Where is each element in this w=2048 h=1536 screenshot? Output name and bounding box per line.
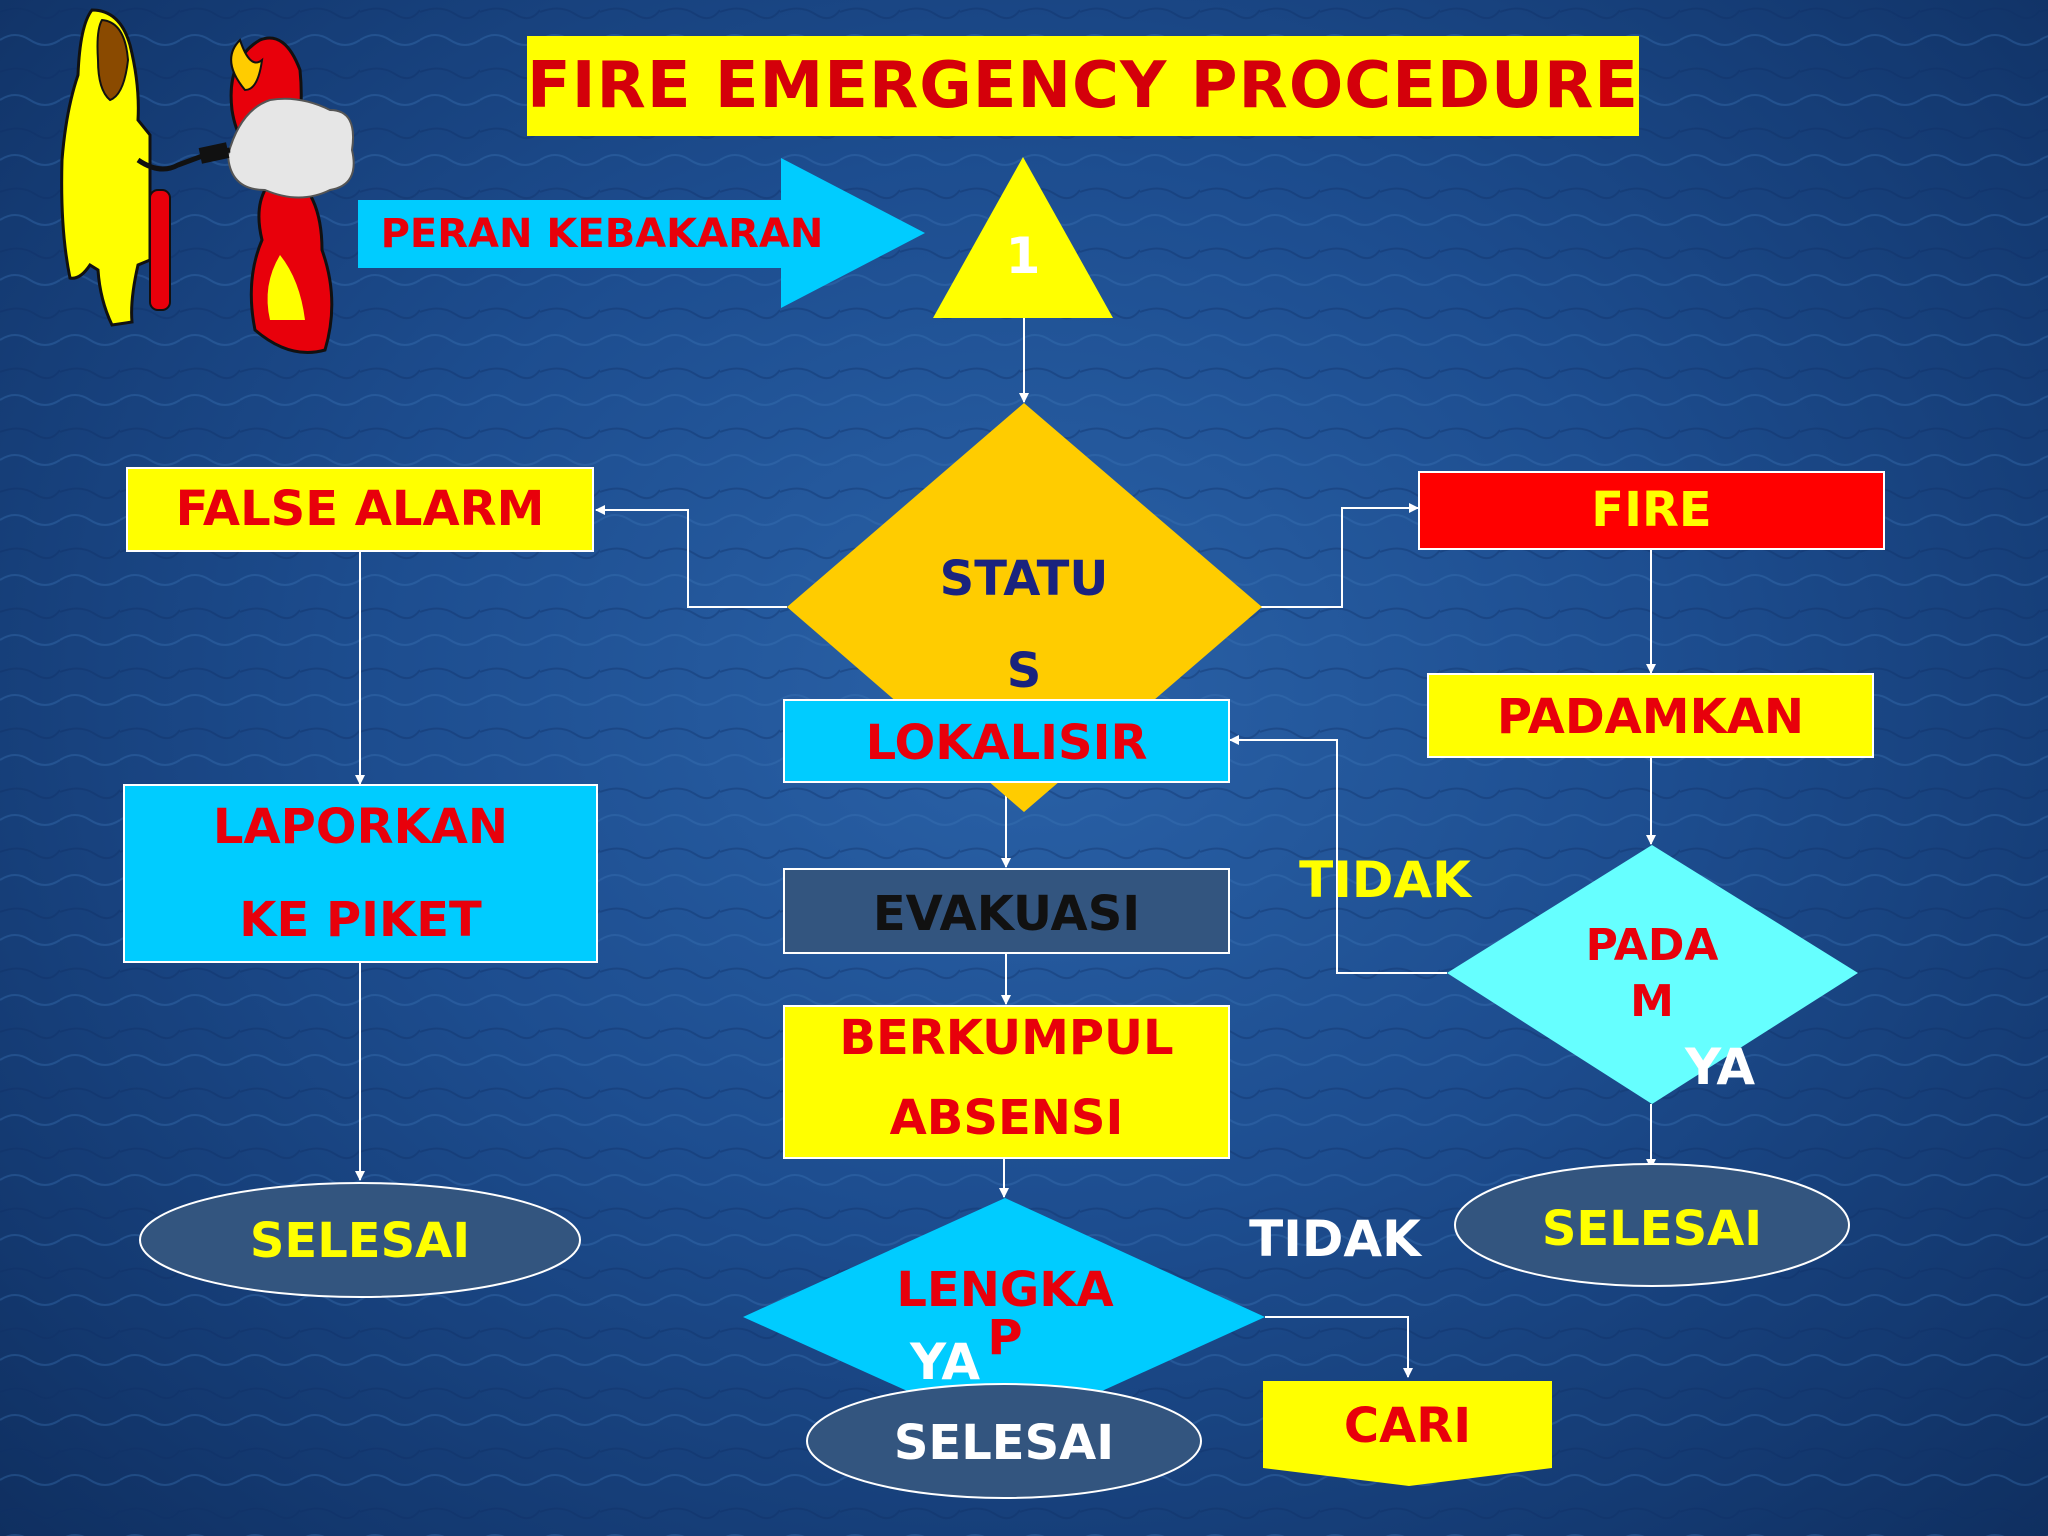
padamkan-box [1427,673,1874,758]
lengkap-label-line2: P [987,1310,1023,1366]
lengkap-tidak-label: TIDAK [1249,1210,1421,1268]
cari-label: CARI [1343,1398,1472,1454]
fire-label: FIRE [1591,482,1712,538]
evakuasi-box [783,868,1230,954]
firefighter-extinguisher-icon [60,8,355,354]
center-selesai-ellipse [806,1383,1202,1499]
role-arrow-shape [358,158,925,308]
laporkan-box [123,784,598,963]
right-selesai-label: SELESAI [1541,1201,1763,1257]
connector-status-to-false-alarm [595,505,787,608]
connector-lengkap-tidak-to-cari [1265,1316,1413,1378]
left-selesai-ellipse [139,1182,581,1298]
right-selesai-ellipse [1454,1163,1850,1287]
false-alarm-box [126,467,594,552]
lengkap-diamond [743,1198,1265,1435]
laporkan-label-line2: KE PIKET [239,892,482,948]
connector-padam-tidak-to-lokalisir [1229,735,1447,974]
padam-label-line1: PADA [1585,920,1719,971]
cari-box [1263,1381,1552,1486]
padam-ya-label: YA [1684,1038,1756,1096]
padam-diamond [1447,845,1858,1104]
status-label-line1: STATU [939,551,1109,607]
page-title: FIRE EMERGENCY PROCEDURE [527,49,1639,123]
berkumpul-label-line1: BERKUMPUL [839,1010,1174,1066]
padam-label-line2: M [1630,976,1674,1027]
berkumpul-box [783,1005,1230,1159]
lokalisir-box [783,699,1230,783]
status-diamond [787,403,1262,812]
lokalisir-label: LOKALISIR [865,715,1148,771]
lengkap-label-line1: LENGKA [896,1262,1114,1318]
laporkan-label-line1: LAPORKAN [212,799,509,855]
status-label-line2: S [1006,643,1042,699]
false-alarm-label: FALSE ALARM [175,481,545,537]
padamkan-label: PADAMKAN [1496,689,1805,745]
evakuasi-label: EVAKUASI [872,886,1141,942]
berkumpul-label-line2: ABSENSI [889,1090,1124,1146]
lengkap-ya-label: YA [909,1333,981,1391]
role-arrow-label: PERAN KEBAKARAN [380,211,824,257]
center-selesai-label: SELESAI [893,1415,1115,1471]
fire-box [1418,471,1885,550]
start-triangle [933,157,1113,318]
padam-tidak-label: TIDAK [1299,851,1471,909]
title-box [527,36,1639,136]
connector-status-to-fire [1261,503,1419,608]
left-selesai-label: SELESAI [249,1213,471,1269]
start-number: 1 [1005,227,1041,285]
